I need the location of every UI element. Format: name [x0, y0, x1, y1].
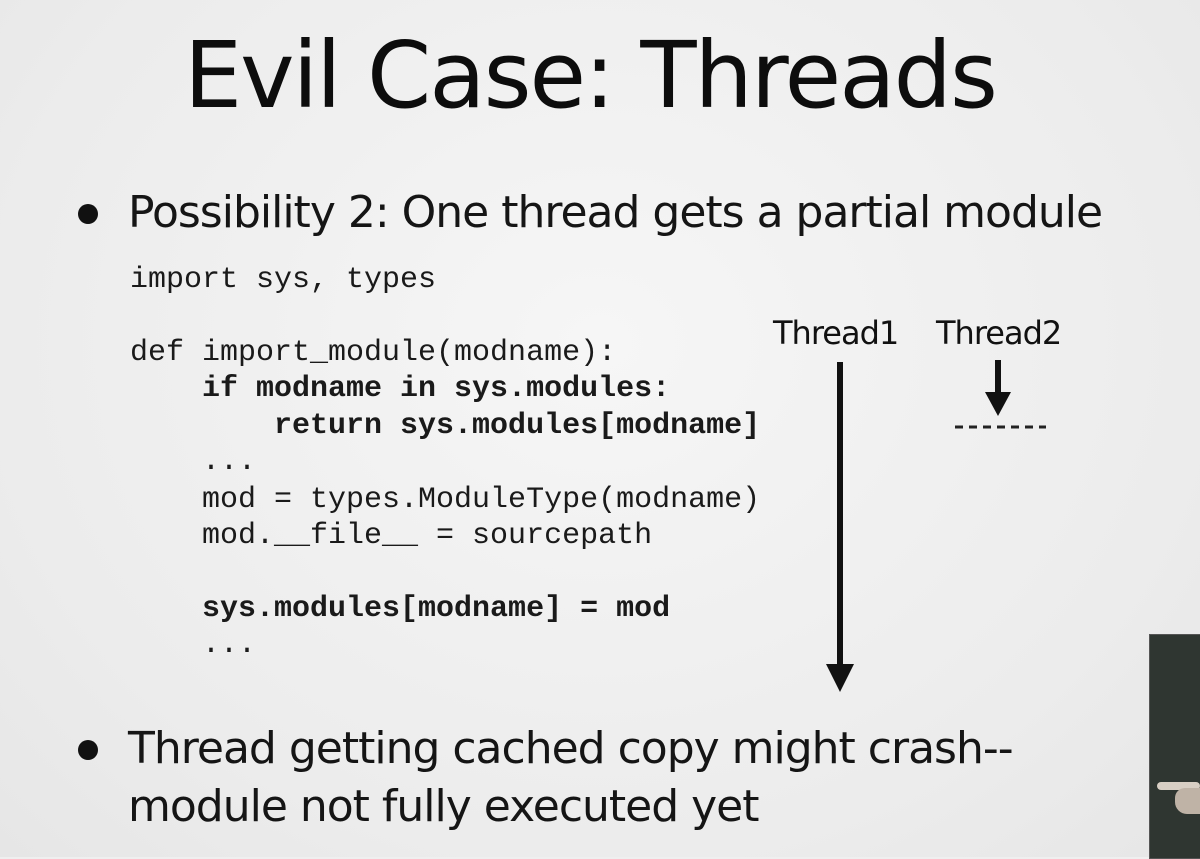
bullet-possibility: Possibility 2: One thread gets a partial…	[78, 184, 1103, 242]
thread2-arrow	[985, 360, 1011, 416]
bullet-icon	[78, 740, 98, 760]
code-line: sys.modules[modname] = mod	[130, 592, 671, 626]
code-line: if modname in sys.modules:	[130, 372, 671, 406]
code-line: mod = types.ModuleType(modname)	[130, 483, 761, 517]
speaker-hand	[1175, 788, 1200, 814]
thread2-label: Thread2	[936, 314, 1062, 352]
code-line: def import_module(modname):	[130, 336, 617, 370]
bullet-text: module not fully executed yet	[128, 781, 760, 832]
code-line: ...	[130, 445, 257, 479]
bullet-icon	[78, 204, 98, 224]
bullet-text: Thread getting cached copy might crash--	[128, 723, 1014, 774]
speaker-hand	[1157, 782, 1200, 790]
bullet-text: Possibility 2: One thread gets a partial…	[128, 187, 1103, 238]
code-line: ...	[130, 628, 257, 662]
thread1-label: Thread1	[773, 314, 899, 352]
bullet-cached-copy: Thread getting cached copy might crash--…	[78, 720, 1014, 836]
slide-title: Evil Case: Threads	[184, 22, 998, 129]
code-line: mod.__file__ = sourcepath	[130, 519, 653, 553]
code-line: return sys.modules[modname]	[130, 409, 761, 443]
speaker-video-inset	[1149, 634, 1200, 859]
thread1-arrow	[826, 362, 854, 692]
code-line: import sys, types	[130, 263, 437, 297]
